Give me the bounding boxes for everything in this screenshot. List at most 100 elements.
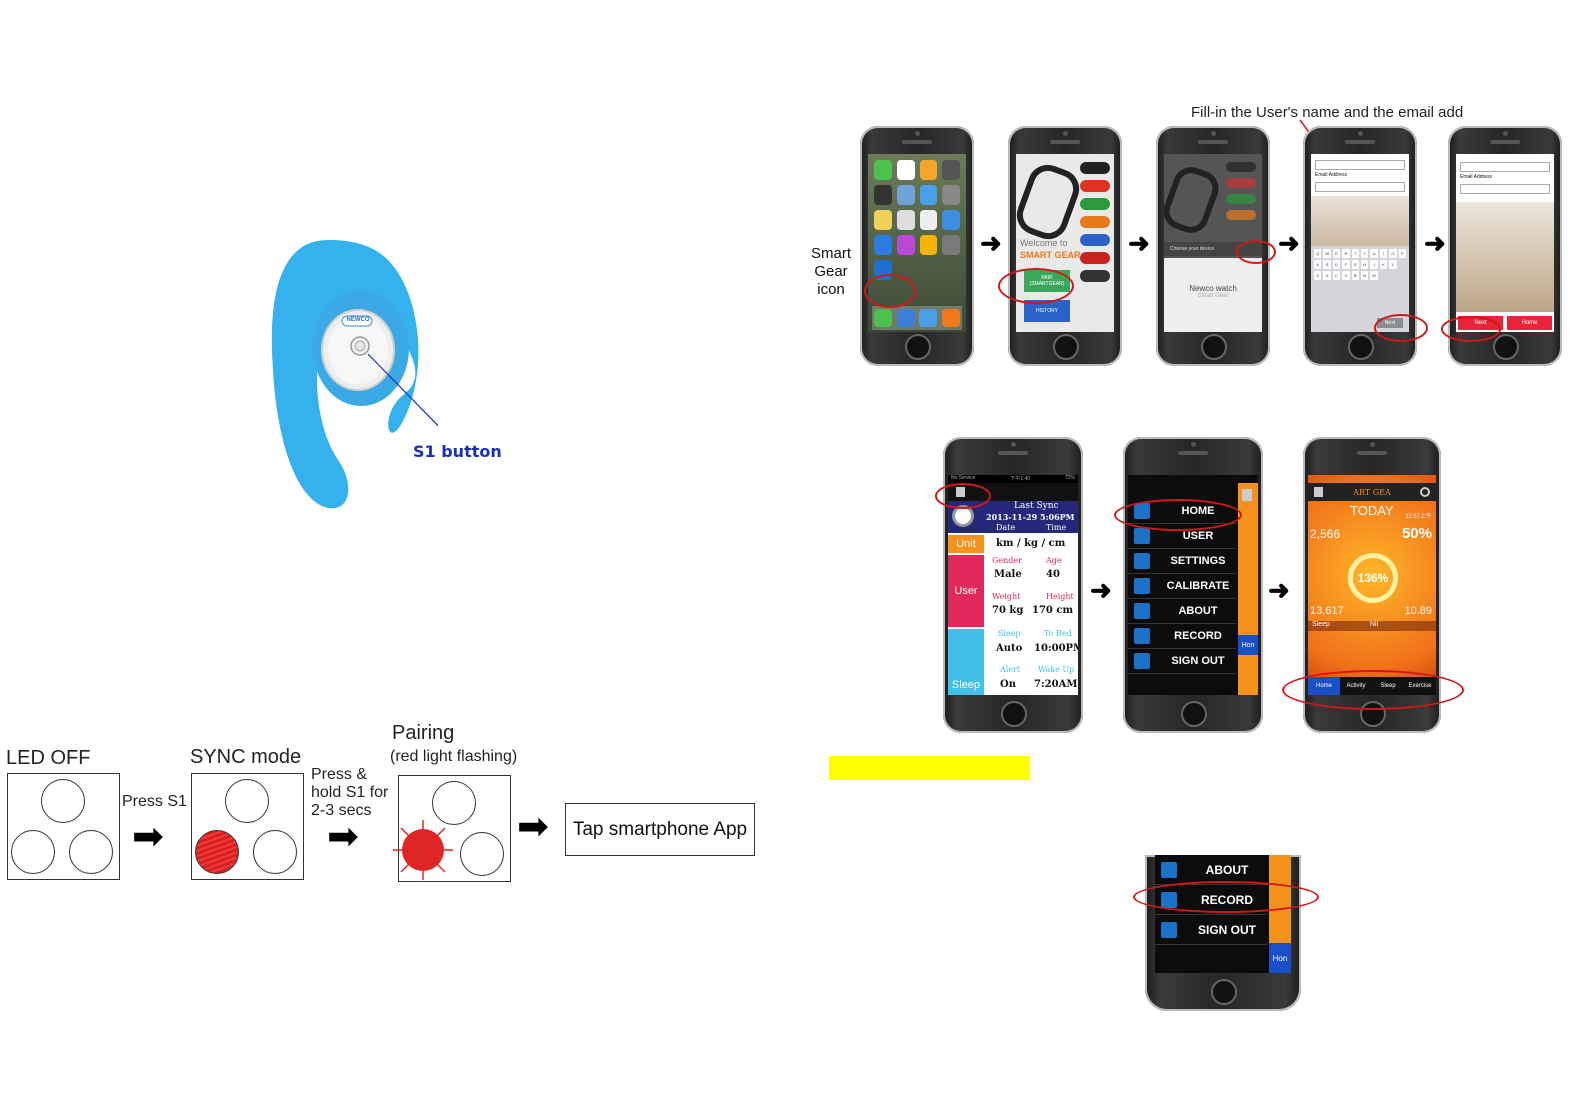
key[interactable]: Q: [1314, 249, 1322, 258]
key[interactable]: D: [1332, 260, 1341, 269]
name-field[interactable]: [1460, 162, 1550, 172]
arrow-right-icon: ➜: [1090, 575, 1112, 605]
date-label: Date: [996, 523, 1016, 532]
email-field[interactable]: [1460, 184, 1550, 194]
calendar-app-icon: [896, 160, 915, 180]
sleep-row: Sleep Nil: [1308, 621, 1436, 631]
unit-value: km / kg / cm: [996, 538, 1066, 549]
key[interactable]: T: [1351, 249, 1359, 258]
key[interactable]: F: [1342, 260, 1350, 269]
alert-value[interactable]: On: [1000, 679, 1016, 690]
key[interactable]: X: [1323, 271, 1331, 280]
key[interactable]: G: [1351, 260, 1359, 269]
tobed-value[interactable]: 10:00PM: [1034, 643, 1078, 654]
battery-text: 72%: [1064, 475, 1075, 481]
menu-label: ABOUT: [1178, 605, 1218, 617]
menu-icon[interactable]: [1242, 489, 1252, 501]
weight-value[interactable]: 70 kg: [992, 605, 1024, 616]
user-tab[interactable]: User: [948, 555, 984, 627]
welcome-text: Welcome to: [1020, 238, 1068, 248]
mail-app-icon: [896, 309, 915, 327]
user-icon: [1161, 921, 1177, 938]
home-highlight-ring: [1114, 499, 1242, 531]
key[interactable]: E: [1332, 249, 1341, 258]
key[interactable]: W: [1323, 249, 1331, 258]
key[interactable]: V: [1342, 271, 1350, 280]
key[interactable]: H: [1361, 260, 1369, 269]
key[interactable]: R: [1342, 249, 1350, 258]
menu-calibrate[interactable]: CALIBRATE: [1128, 574, 1236, 599]
key[interactable]: O: [1389, 249, 1397, 258]
calories-value: 10.89: [1404, 605, 1432, 617]
time-label: Time: [1046, 523, 1067, 532]
name-field[interactable]: [1315, 160, 1405, 170]
menu-sign-out[interactable]: SIGN OUT: [1128, 649, 1236, 674]
led-right: [69, 830, 113, 874]
key[interactable]: Z: [1314, 271, 1322, 280]
app-icon-grid: [868, 154, 966, 286]
sync-mode-title: SYNC mode: [190, 746, 302, 768]
smart-gear-highlight-ring: [864, 274, 916, 308]
chart-icon: [1134, 628, 1150, 644]
key[interactable]: S: [1323, 260, 1331, 269]
menu-about[interactable]: ABOUT: [1128, 599, 1236, 624]
phone-menu-screen: Hon HOME USER SETTINGS CALIBRATE ABOUT R…: [1123, 437, 1263, 733]
fitness-band-illustration: NEWCO: [258, 230, 455, 520]
gear-icon: [1134, 553, 1150, 569]
user-icon: [1134, 603, 1150, 619]
phone-user-form-keyboard: Email Address Q W E R T Y U I O P A S D …: [1303, 126, 1417, 366]
menu-label: RECORD: [1174, 630, 1222, 642]
phone-record-crop: Hon ABOUT RECORD SIGN OUT: [1145, 855, 1301, 1011]
band-black: [1080, 162, 1110, 174]
age-label: Age: [1046, 556, 1062, 565]
key[interactable]: N: [1361, 271, 1369, 280]
key[interactable]: C: [1332, 271, 1341, 280]
device-name[interactable]: Newco watch: [1189, 284, 1237, 293]
keyboard-keys: Q W E R T Y U I O P A S D F G H J K L Z: [1314, 249, 1406, 280]
menu-settings[interactable]: SETTINGS: [1128, 549, 1236, 574]
sleep-tab[interactable]: Sleep: [948, 629, 984, 695]
sleep-label: Sleep: [1312, 621, 1330, 628]
home-button[interactable]: Home: [1507, 316, 1552, 330]
menu-icon[interactable]: [1314, 487, 1323, 497]
email-label: Email Address: [1315, 172, 1347, 178]
key[interactable]: M: [1370, 271, 1378, 280]
key[interactable]: U: [1370, 249, 1378, 258]
unit-tab[interactable]: Unit: [948, 535, 984, 553]
key[interactable]: J: [1370, 260, 1378, 269]
key[interactable]: I: [1379, 249, 1388, 258]
height-value[interactable]: 170 cm: [1032, 605, 1074, 616]
key[interactable]: L: [1389, 260, 1397, 269]
clock-app-icon: [919, 210, 938, 230]
sleep-header: Sleep: [998, 629, 1021, 638]
history-button[interactable]: HISTORY: [1024, 300, 1070, 322]
led-off-title: LED OFF: [6, 747, 91, 769]
weather-app-icon: [919, 185, 938, 205]
key[interactable]: P: [1398, 249, 1406, 258]
key[interactable]: B: [1351, 271, 1359, 280]
fitness-band-image: [271, 240, 455, 509]
maps-app-icon: [896, 185, 915, 205]
menu-sign-out[interactable]: SIGN OUT: [1155, 915, 1267, 945]
led-off-box: [7, 773, 120, 880]
key[interactable]: Y: [1361, 249, 1369, 258]
email-field[interactable]: [1315, 182, 1405, 192]
led-right: [253, 830, 297, 874]
yellow-highlight-bar: [829, 756, 1030, 780]
sleep-value[interactable]: Auto: [996, 643, 1023, 654]
band-image: [1016, 159, 1085, 245]
menu-record[interactable]: RECORD: [1128, 624, 1236, 649]
age-value[interactable]: 40: [1046, 569, 1060, 580]
gauge-value: 136%: [1357, 571, 1389, 585]
gender-value[interactable]: Male: [994, 569, 1022, 580]
refresh-icon[interactable]: [1420, 487, 1430, 497]
key[interactable]: A: [1314, 260, 1322, 269]
chart-icon: [1134, 578, 1150, 594]
key[interactable]: K: [1379, 260, 1388, 269]
flashing-led-icon: [393, 820, 453, 880]
led-top: [432, 781, 476, 825]
pairing-box: [393, 775, 511, 882]
sync-time: 5:06PM: [1040, 512, 1075, 522]
menu-user[interactable]: USER: [1128, 524, 1236, 549]
wakeup-value[interactable]: 7:20AM: [1034, 679, 1078, 690]
